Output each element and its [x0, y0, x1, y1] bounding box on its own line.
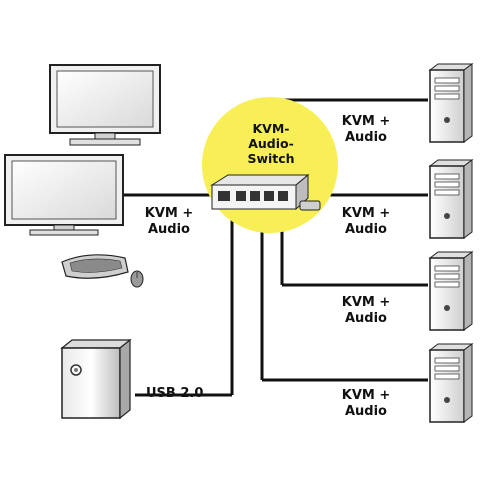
mouse-icon: [130, 270, 144, 288]
tower-pc-icon-2: [428, 159, 474, 239]
pc-link-label-1: KVM + Audio: [335, 114, 397, 146]
tower-pc-icon-3: [428, 251, 474, 331]
pc-link-label-3: KVM + Audio: [335, 295, 397, 327]
tower-pc-icon-4: [428, 343, 474, 423]
monitor-top-icon: [49, 64, 161, 146]
usb-label: USB 2.0: [146, 386, 204, 401]
pc-link-label-4: KVM + Audio: [335, 388, 397, 420]
pc-link-1-line-2: Audio: [344, 130, 387, 145]
left-link-line-2: Audio: [147, 222, 190, 237]
hub-title-line-1: KVM-: [252, 121, 290, 136]
pc-link-3-line-1: KVM +: [341, 295, 391, 310]
tower-pc-icon-1: [428, 63, 474, 143]
pc-link-2-line-1: KVM +: [341, 206, 391, 221]
hub-title-line-2: Audio-: [248, 136, 294, 151]
left-link-label: KVM + Audio: [138, 206, 200, 238]
left-link-line-1: KVM +: [144, 206, 194, 221]
pc-link-label-2: KVM + Audio: [335, 206, 397, 238]
pc-link-3-line-2: Audio: [344, 311, 387, 326]
pc-link-2-line-2: Audio: [344, 222, 387, 237]
pc-link-4-line-1: KVM +: [341, 388, 391, 403]
hub-title: KVM- Audio- Switch: [236, 121, 306, 166]
external-drive-icon: [60, 338, 132, 420]
monitor-bottom-icon: [4, 154, 124, 236]
keyboard-icon: [61, 254, 129, 279]
kvm-switch-box-icon: [210, 173, 321, 211]
pc-link-4-line-2: Audio: [344, 404, 387, 419]
pc-link-1-line-1: KVM +: [341, 114, 391, 129]
hub-title-line-3: Switch: [247, 151, 295, 166]
